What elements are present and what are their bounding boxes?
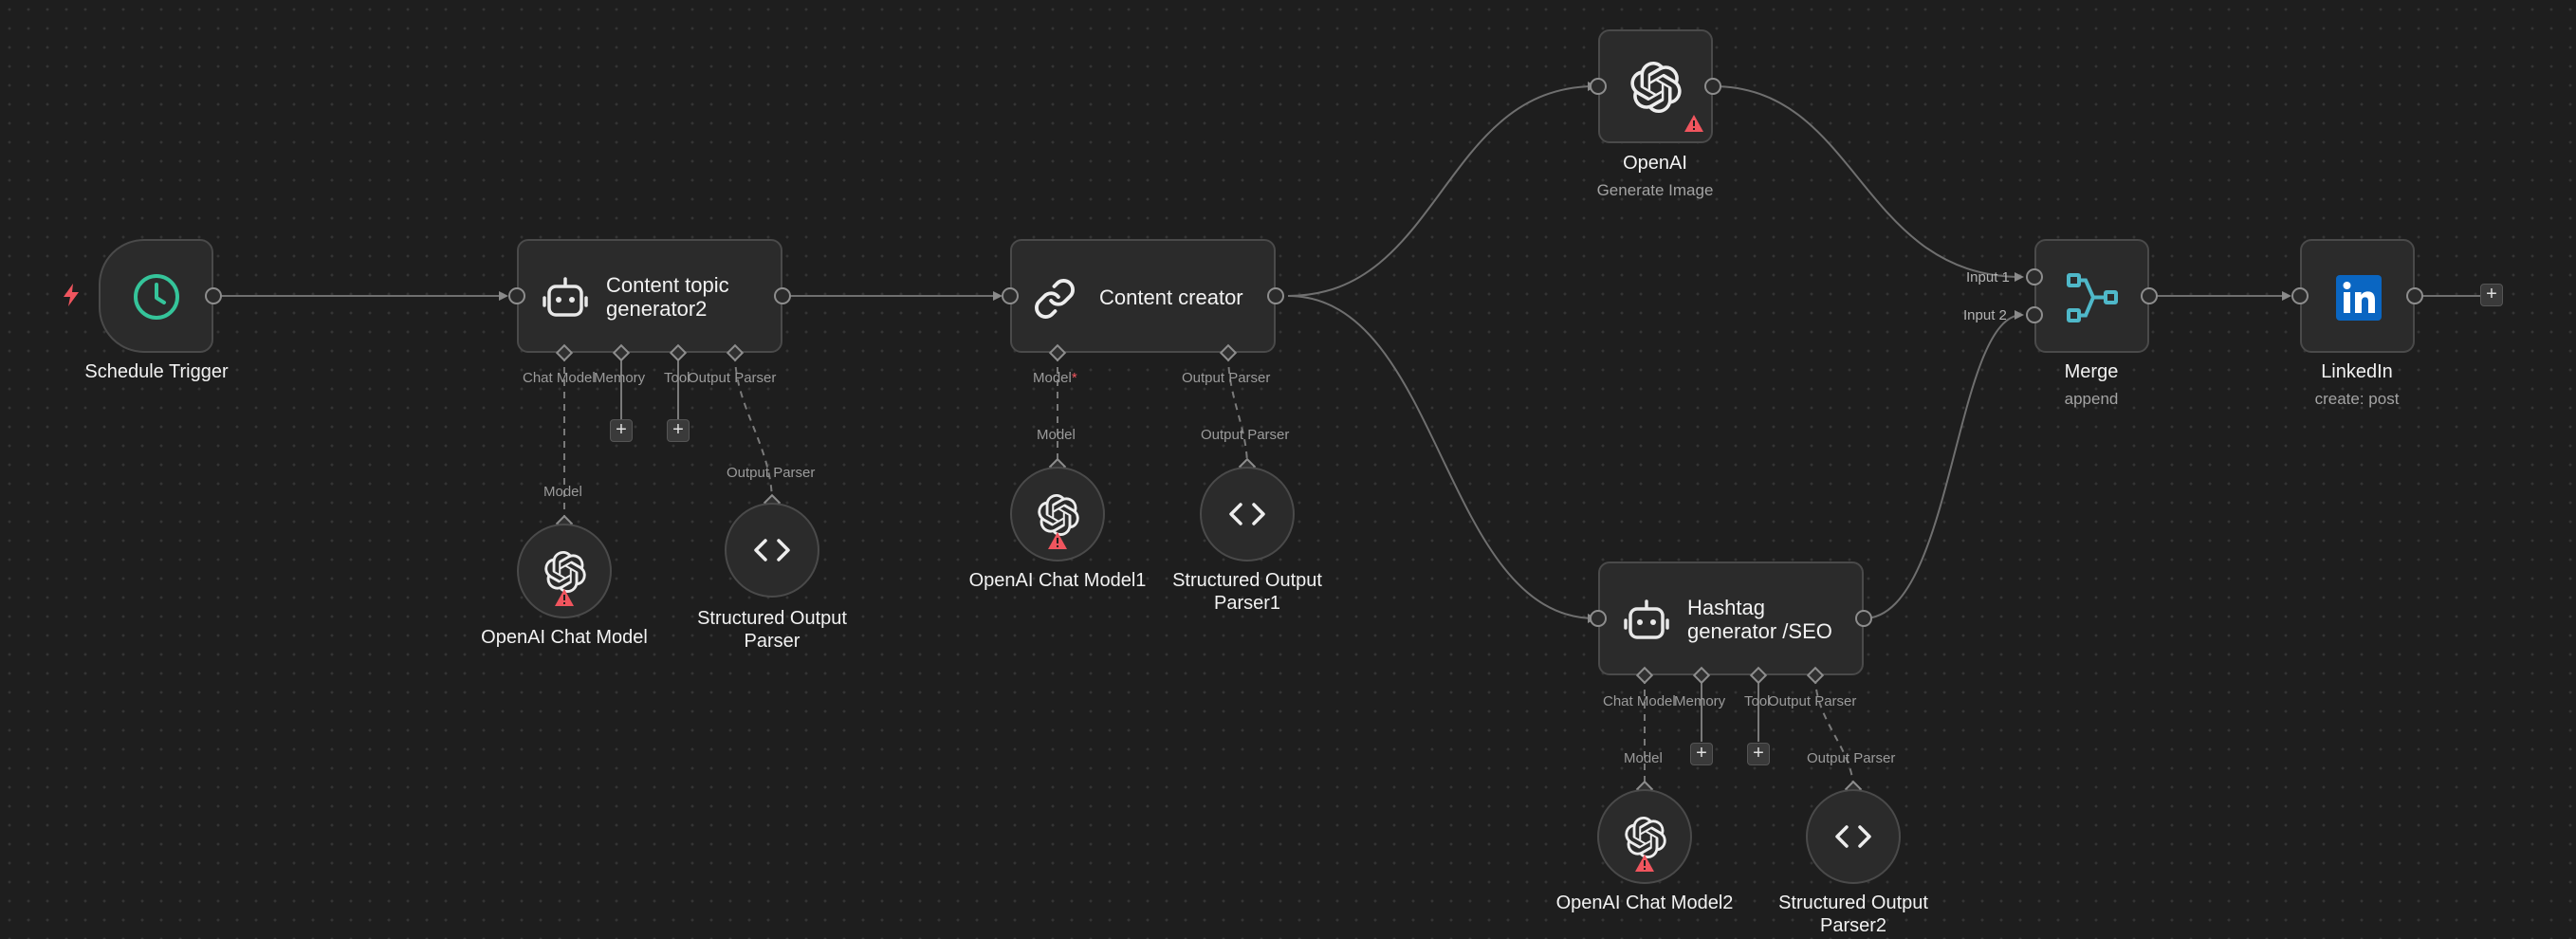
model-port-label: Model*: [1033, 370, 1077, 386]
linkedin-logo-icon: [2336, 275, 2382, 321]
merge-node[interactable]: [2034, 239, 2149, 353]
edge-openai-merge: [1712, 85, 2024, 282]
node-title-line2: generator /SEO: [1687, 619, 1832, 643]
warning-icon: [1635, 855, 1654, 872]
output-handle[interactable]: [774, 287, 791, 304]
openai-logo-icon: [544, 551, 586, 593]
linkedin-node[interactable]: [2300, 239, 2415, 353]
add-tool-button[interactable]: +: [1747, 743, 1770, 765]
robot-icon: [1624, 599, 1669, 639]
node-label: OpenAI Chat Model: [481, 627, 648, 648]
add-node-button[interactable]: +: [2480, 284, 2503, 306]
warning-icon: [555, 589, 574, 606]
merge-icon: [2067, 273, 2118, 322]
node-label-line2: Parser1: [1213, 593, 1281, 614]
edge-creator-hashtag: [1287, 295, 1597, 623]
model-port-label: Model: [1037, 427, 1076, 443]
node-title-line1: Hashtag: [1687, 596, 1765, 619]
node-label-line2: Parser2: [1819, 915, 1887, 936]
code-brackets-icon: [754, 539, 790, 562]
node-label: OpenAI Chat Model1: [968, 570, 1147, 591]
node-label: OpenAI: [1623, 153, 1687, 174]
merge-input2-label: Input 2: [1963, 307, 2007, 323]
node-label-line2: Parser: [744, 631, 800, 652]
add-memory-button[interactable]: +: [1690, 743, 1713, 765]
openai-chat-model1-node[interactable]: [1010, 467, 1105, 562]
robot-icon: [543, 277, 588, 317]
add-tool-button[interactable]: +: [667, 419, 690, 442]
edge-hashtag-merge: [1863, 310, 2024, 619]
input-handle[interactable]: [508, 287, 525, 304]
node-label: Merge: [2064, 361, 2119, 382]
output-parser-input-label: Output Parser: [1807, 750, 1896, 766]
input-handle[interactable]: [2291, 287, 2309, 304]
structured-output-parser2-node[interactable]: [1806, 789, 1901, 884]
content-topic-generator-node[interactable]: Content topic generator2: [517, 239, 782, 353]
output-handle[interactable]: [2141, 287, 2158, 304]
structured-output-parser-node[interactable]: [725, 503, 819, 598]
openai-logo-icon: [1630, 62, 1682, 113]
node-subtitle: append: [2064, 390, 2119, 408]
output-handle[interactable]: [205, 287, 222, 304]
code-brackets-icon: [1835, 825, 1871, 848]
input2-handle[interactable]: [2026, 306, 2043, 323]
output-parser-port-label: Output Parser: [688, 370, 777, 386]
node-title: Content creator: [1099, 285, 1243, 309]
add-memory-button[interactable]: +: [610, 419, 633, 442]
model-port-label: Model: [1624, 750, 1663, 766]
input-handle[interactable]: [1590, 78, 1607, 95]
lightning-bolt-icon: [64, 284, 79, 306]
tool-port-label: Tool: [1744, 693, 1771, 709]
tool-port-label: Tool: [664, 370, 690, 386]
output-handle[interactable]: [2406, 287, 2423, 304]
input1-handle[interactable]: [2026, 268, 2043, 285]
node-title-line2: generator2: [606, 297, 708, 321]
node-subtitle: Generate Image: [1596, 181, 1714, 199]
model-port-label: Model: [543, 484, 582, 500]
merge-input1-label: Input 1: [1966, 269, 2010, 285]
openai-logo-icon: [1625, 817, 1666, 858]
node-label: Schedule Trigger: [84, 361, 229, 382]
schedule-trigger-node[interactable]: [99, 239, 213, 353]
link-icon: [1035, 279, 1075, 319]
memory-port-label: Memory: [1674, 693, 1726, 709]
chat-model-port-label: Chat Model: [523, 370, 596, 386]
node-title-line1: Content topic: [606, 273, 729, 297]
node-label-line1: Structured Output: [1172, 570, 1322, 591]
node-subtitle: create: post: [2314, 390, 2400, 408]
output-parser-input-label: Output Parser: [727, 465, 816, 481]
hashtag-generator-node[interactable]: Hashtag generator /SEO: [1598, 562, 1864, 675]
code-brackets-icon: [1229, 503, 1265, 525]
content-creator-node[interactable]: Content creator: [1010, 239, 1276, 353]
chat-model-port-label: Chat Model: [1603, 693, 1676, 709]
output-parser-port-label: Output Parser: [1182, 370, 1271, 386]
clock-icon: [134, 274, 179, 320]
warning-icon: [1048, 532, 1067, 549]
input-handle[interactable]: [1002, 287, 1019, 304]
openai-logo-icon: [1038, 494, 1079, 536]
output-handle[interactable]: [1855, 610, 1872, 627]
memory-port-label: Memory: [594, 370, 646, 386]
node-label-line1: Structured Output: [697, 608, 847, 629]
output-parser-port-label: Output Parser: [1768, 693, 1857, 709]
node-label-line1: Structured Output: [1778, 893, 1928, 913]
node-label: LinkedIn: [2321, 361, 2393, 382]
output-handle[interactable]: [1704, 78, 1721, 95]
edge-creator-openai: [1287, 82, 1597, 297]
structured-output-parser1-node[interactable]: [1200, 467, 1295, 562]
output-handle[interactable]: [1267, 287, 1284, 304]
output-parser-input-label: Output Parser: [1201, 427, 1290, 443]
input-handle[interactable]: [1590, 610, 1607, 627]
node-label: OpenAI Chat Model2: [1555, 893, 1734, 913]
warning-icon: [1684, 115, 1703, 132]
